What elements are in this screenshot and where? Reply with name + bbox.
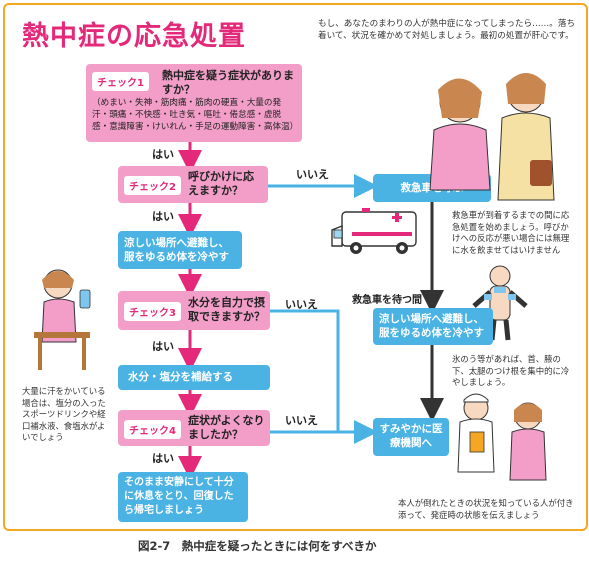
check4-badge: チェック4 (124, 420, 181, 439)
ambulance-note: 救急車が到着するまでの間に応急処置を始めましょう。呼びかけへの反応が悪い場合には… (452, 210, 570, 255)
wait-label: 救急車を待つ間 (352, 295, 422, 306)
check3-badge: チェック3 (124, 302, 181, 321)
check3-question: 水分を自力で摂取できますか？ (188, 296, 265, 323)
check4-box: チェック4 症状がよくなりましたか？ (118, 410, 270, 446)
intro-text: もし、あなたのまわりの人が熱中症になってしまったら……。落ち着いて、状況を確かめ… (318, 19, 576, 41)
check2-badge: チェック2 (124, 176, 181, 195)
check1-box: チェック1 熱中症を疑う症状がありますか？ （めまい・失神・筋肉痛・筋肉の硬直・… (86, 64, 302, 142)
hospital-note: 本人が倒れたときの状況を知っている人が付き添って、発症時の状態を伝えましょう (398, 498, 574, 520)
page-title: 熱中症の応急処置 (22, 21, 246, 52)
check2-box: チェック2 呼びかけに応えますか？ (118, 166, 268, 203)
ice-note: 氷のう等があれば、首、腋の下、太腿のつけ根を集中的に冷やしましょう。 (452, 354, 570, 387)
yes-label-2: はい (152, 210, 174, 223)
cool-left-action: 涼しい場所へ避難し、服をゆるめ体を冷やす (118, 231, 242, 269)
hospital-action: すみやかに医療機関へ (373, 418, 449, 456)
no-label-1: いいえ (296, 168, 329, 181)
hydrate-action: 水分・塩分を補給する (118, 365, 270, 390)
check4-question: 症状がよくなりましたか？ (188, 414, 265, 441)
yes-label-1: はい (152, 148, 174, 161)
figure-caption: 図2-7 熱中症を疑ったときには何をすべきか (138, 539, 377, 553)
check1-question: 熱中症を疑う症状がありますか？ (162, 69, 294, 96)
yes-label-3: はい (152, 340, 174, 353)
cool-right-action: 涼しい場所へ避難し、服をゆるめ体を冷やす (373, 308, 493, 345)
check3-box: チェック3 水分を自力で摂取できますか？ (118, 291, 270, 330)
sweat-note: 大量に汗をかいている場合は、塩分の入ったスポーツドリンクや経口補水液、食塩水がよ… (22, 386, 106, 442)
no-label-2: いいえ (285, 298, 318, 311)
check2-question: 呼びかけに応えますか？ (188, 170, 254, 197)
no-label-3: いいえ (285, 414, 318, 427)
rest-action: そのまま安静にして十分に休息をとり、回復したら帰宅しましょう (118, 472, 248, 522)
check1-symptoms: （めまい・失神・筋肉痛・筋肉の硬直・大量の発汗・頭痛・不快感・吐き気・嘔吐・倦怠… (92, 98, 299, 132)
check1-badge: チェック1 (92, 72, 149, 91)
yes-label-4: はい (152, 452, 174, 465)
